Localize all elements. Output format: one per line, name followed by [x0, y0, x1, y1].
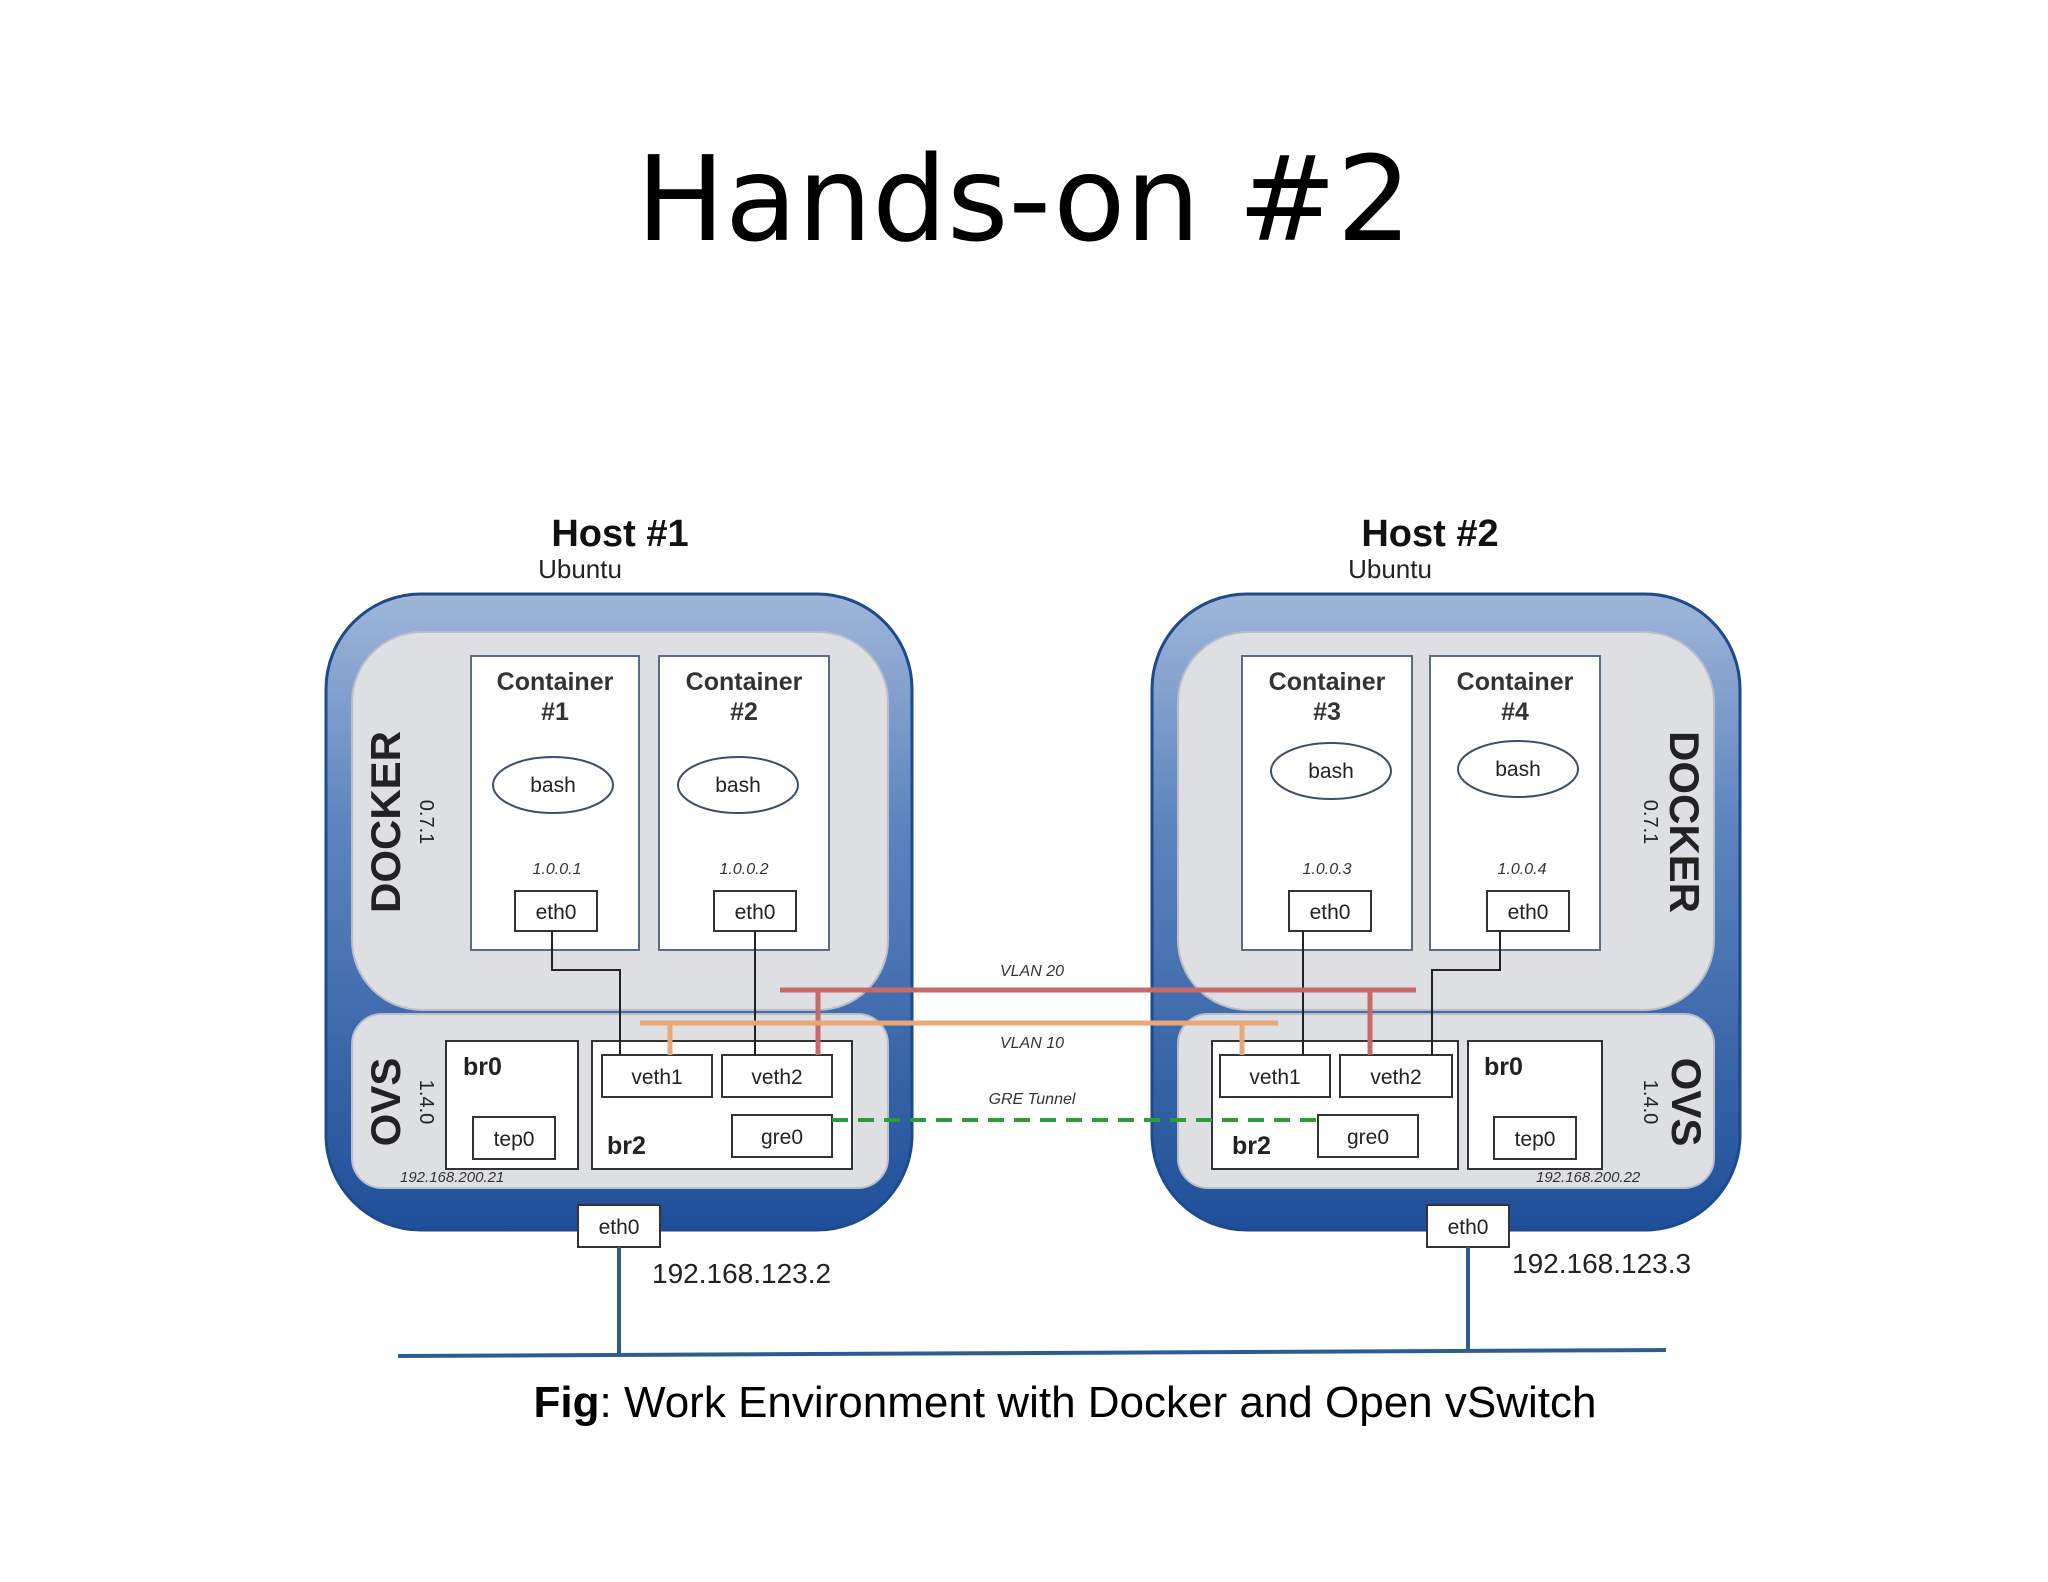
container-4-process: bash	[1495, 758, 1541, 781]
host-1-veth1: veth1	[631, 1066, 682, 1089]
container-1-number: #1	[541, 698, 569, 726]
host-2-br2[interactable]: br2 veth1 veth2 gre0	[1211, 1040, 1459, 1170]
vlan10-link	[640, 1020, 1278, 1055]
host-2-docker-label: DOCKER	[1661, 731, 1708, 913]
host-2-gre0: gre0	[1347, 1126, 1389, 1149]
host-2-veth2: veth2	[1370, 1066, 1421, 1089]
container-wires	[551, 931, 1501, 1055]
container-1-process: bash	[530, 774, 576, 797]
caption-prefix: Fig	[533, 1378, 600, 1427]
host-2-br0-label: br0	[1484, 1053, 1523, 1081]
container-1-title: Container	[497, 668, 614, 696]
host-1-ip: 192.168.123.2	[652, 1258, 831, 1289]
gre-tunnel-label: GRE Tunnel	[989, 1091, 1076, 1108]
container-1-eth0-box[interactable]	[514, 890, 598, 932]
host-1-br0[interactable]: br0 tep0	[445, 1040, 579, 1170]
host-2-title: Host #2	[1361, 513, 1498, 555]
host-1-bridge-ip: 192.168.200.21	[400, 1169, 504, 1186]
container-3-process: bash	[1308, 760, 1354, 783]
host-2-veth1: veth1	[1249, 1066, 1300, 1089]
host-1-br2[interactable]: br2 veth1 veth2 gre0	[591, 1040, 853, 1170]
host-2-gre0-box[interactable]	[1317, 1114, 1419, 1158]
host-2-ovs-label: OVS	[1663, 1058, 1710, 1147]
container-3-number: #3	[1313, 698, 1341, 726]
host-2-veth2-box[interactable]	[1339, 1054, 1453, 1098]
vlan10-label: VLAN 10	[1000, 1035, 1064, 1052]
container-3-ip: 1.0.0.3	[1303, 861, 1352, 878]
host-2-ip: 192.168.123.3	[1512, 1248, 1691, 1279]
container-2-eth0: eth0	[735, 901, 776, 924]
host-1-ovs-version: 1.4.0	[415, 1080, 437, 1124]
container-4-eth0: eth0	[1508, 901, 1549, 924]
host-1-tep0-box[interactable]	[472, 1116, 556, 1160]
host-1-os: Ubuntu	[538, 554, 622, 584]
host-1-tep0: tep0	[494, 1128, 535, 1151]
container-1-process-ellipse	[492, 756, 614, 814]
host-1-veth1-box[interactable]	[601, 1054, 713, 1098]
slide-title: Hands-on #2	[636, 130, 1412, 268]
caption-text: : Work Environment with Docker and Open …	[599, 1378, 1597, 1427]
container-4-number: #4	[1501, 698, 1529, 726]
container-3[interactable]: Container #3 bash 1.0.0.3 eth0	[1241, 655, 1413, 951]
container-4-title: Container	[1457, 668, 1574, 696]
host-1-gre0: gre0	[761, 1126, 803, 1149]
container-3-process-ellipse	[1270, 742, 1392, 800]
host-1-nic-box[interactable]	[577, 1204, 661, 1248]
host-2-tep0: tep0	[1515, 1128, 1556, 1151]
container-2-number: #2	[730, 698, 758, 726]
host-1-br0-label: br0	[463, 1053, 502, 1081]
lan	[397, 1247, 1667, 1358]
container-3-eth0: eth0	[1310, 901, 1351, 924]
container-4[interactable]: Container #4 bash 1.0.0.4 eth0	[1429, 655, 1601, 951]
host-1-nic: eth0	[599, 1216, 640, 1239]
container-4-eth0-box[interactable]	[1486, 890, 1570, 932]
host-2-nic-box[interactable]	[1426, 1204, 1510, 1248]
host-1-br2-label: br2	[607, 1132, 646, 1160]
host-1: Host #1 Ubuntu DOCKER 0.7.1 OVS 1.4.0 Co…	[324, 513, 914, 1289]
host-2-br2-label: br2	[1232, 1132, 1271, 1160]
container-2[interactable]: Container #2 bash 1.0.0.2 eth0	[658, 655, 830, 951]
host-1-title: Host #1	[551, 513, 688, 555]
host-2-tep0-box[interactable]	[1493, 1116, 1577, 1160]
host-2-os: Ubuntu	[1348, 554, 1432, 584]
host-1-docker-version: 0.7.1	[415, 800, 437, 844]
host-2-br0[interactable]: br0 tep0	[1467, 1040, 1603, 1170]
container-1-ip: 1.0.0.1	[533, 861, 582, 878]
host-2-bridge-ip: 192.168.200.22	[1536, 1169, 1641, 1186]
host-2-veth1-box[interactable]	[1219, 1054, 1331, 1098]
container-2-process: bash	[715, 774, 761, 797]
container-3-eth0-box[interactable]	[1288, 890, 1372, 932]
wire-c1-veth1	[551, 931, 621, 1055]
container-2-title: Container	[686, 668, 803, 696]
host-1-gre0-box[interactable]	[731, 1114, 833, 1158]
wire-c4-veth2	[1431, 931, 1501, 1055]
host-2: Host #2 Ubuntu DOCKER 0.7.1 OVS 1.4.0 Co…	[1150, 513, 1742, 1279]
host-1-ovs-label: OVS	[362, 1058, 409, 1147]
container-2-ip: 1.0.0.2	[720, 861, 769, 878]
host-1-veth2: veth2	[751, 1066, 802, 1089]
lan-backbone	[397, 1348, 1667, 1358]
host-2-ovs-version: 1.4.0	[1639, 1080, 1661, 1124]
container-4-ip: 1.0.0.4	[1498, 861, 1547, 878]
figure-caption: Fig: Work Environment with Docker and Op…	[0, 1378, 2048, 1428]
host-1-docker-label: DOCKER	[362, 731, 409, 913]
host-2-docker-version: 0.7.1	[1639, 800, 1661, 844]
container-1-eth0: eth0	[536, 901, 577, 924]
container-2-process-ellipse	[677, 756, 799, 814]
host-2-nic: eth0	[1448, 1216, 1489, 1239]
container-1[interactable]: Container #1 bash 1.0.0.1 eth0	[470, 655, 640, 951]
container-2-eth0-box[interactable]	[713, 890, 797, 932]
vlan20-label: VLAN 20	[1000, 963, 1064, 980]
container-3-title: Container	[1269, 668, 1386, 696]
container-4-process-ellipse	[1457, 740, 1579, 798]
host-1-veth2-box[interactable]	[721, 1054, 833, 1098]
